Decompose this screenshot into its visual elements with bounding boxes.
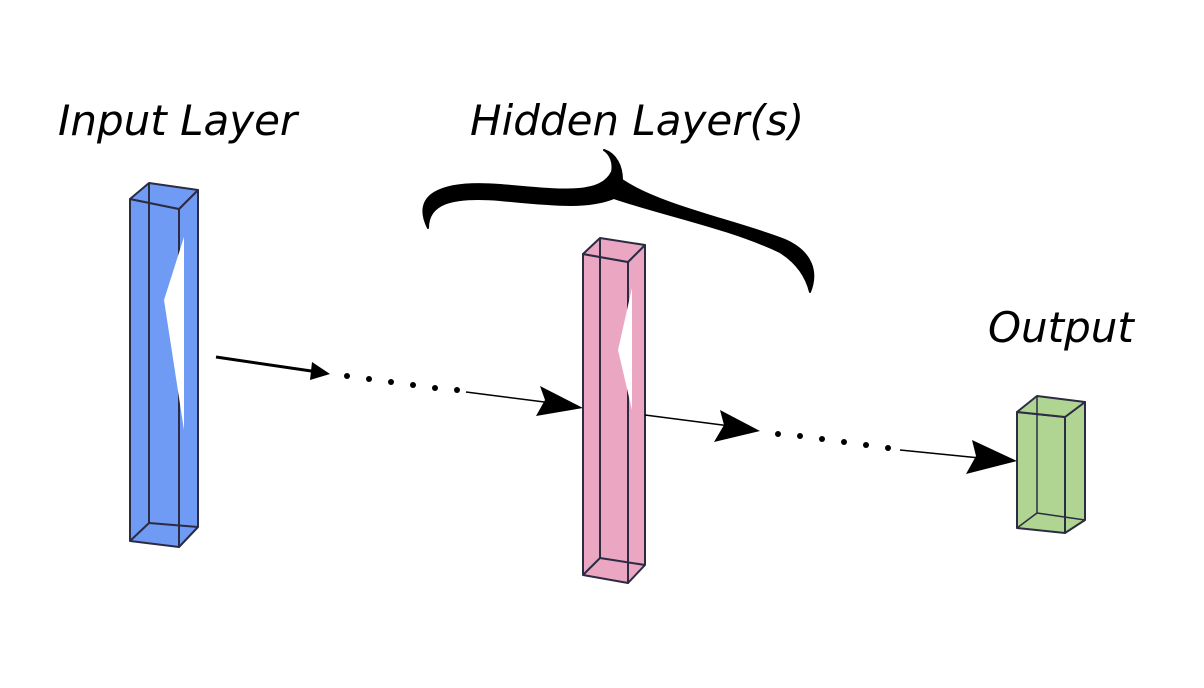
hidden-layer-top-face xyxy=(582,237,646,263)
arrow-3-shaft xyxy=(644,414,731,427)
output-layer-back-bottom-edge xyxy=(1036,512,1086,521)
hidden-layer-block xyxy=(582,237,646,584)
dot xyxy=(344,373,350,379)
arrow-1-head xyxy=(310,362,330,380)
output-layer-side-face xyxy=(1064,401,1086,534)
dot xyxy=(775,431,781,437)
hidden-layer-back-left-edge xyxy=(582,557,601,576)
arrow-4-shaft xyxy=(899,449,991,460)
output-label: Output xyxy=(988,303,1135,352)
dot xyxy=(841,439,847,445)
arrow-into-output xyxy=(899,440,1017,474)
hidden-layer-front-face xyxy=(582,253,629,584)
arrow-4-head xyxy=(966,440,1017,474)
ellipsis-dots-2 xyxy=(775,431,891,451)
dot xyxy=(885,445,891,451)
ellipsis-dots-1 xyxy=(344,373,460,393)
arrow-from-hidden-layer xyxy=(644,410,760,442)
arrow-input-to-hidden xyxy=(215,355,330,380)
dot xyxy=(388,379,394,385)
input-layer-back-bottom-edge xyxy=(148,522,199,528)
input-layer-front-face xyxy=(129,198,180,548)
arrow-2-head xyxy=(536,386,583,416)
input-layer-back-left-edge xyxy=(129,522,150,542)
dot xyxy=(432,385,438,391)
input-layer-block xyxy=(129,182,199,548)
output-layer-top-face xyxy=(1016,395,1086,418)
output-layer-front-face xyxy=(1016,411,1066,534)
hidden-layers-label: Hidden Layer(s) xyxy=(470,96,804,145)
hidden-layers-brace xyxy=(422,149,815,293)
hidden-layer-highlight xyxy=(618,288,632,410)
output-layer-back-left-edge xyxy=(1016,512,1038,529)
dot xyxy=(819,436,825,442)
arrow-3-head xyxy=(714,410,760,442)
dot xyxy=(410,382,416,388)
hidden-layer-back-bottom-edge xyxy=(599,557,646,566)
arrow-into-hidden-layer xyxy=(465,386,583,416)
input-layer-top-face xyxy=(129,182,199,210)
dot xyxy=(366,376,372,382)
arrow-1-shaft xyxy=(215,355,319,374)
dot xyxy=(863,442,869,448)
dot xyxy=(454,387,460,393)
output-layer-block xyxy=(1016,395,1086,534)
input-layer-highlight xyxy=(164,237,184,430)
input-layer-label: Input Layer xyxy=(58,96,300,145)
dot xyxy=(797,433,803,439)
